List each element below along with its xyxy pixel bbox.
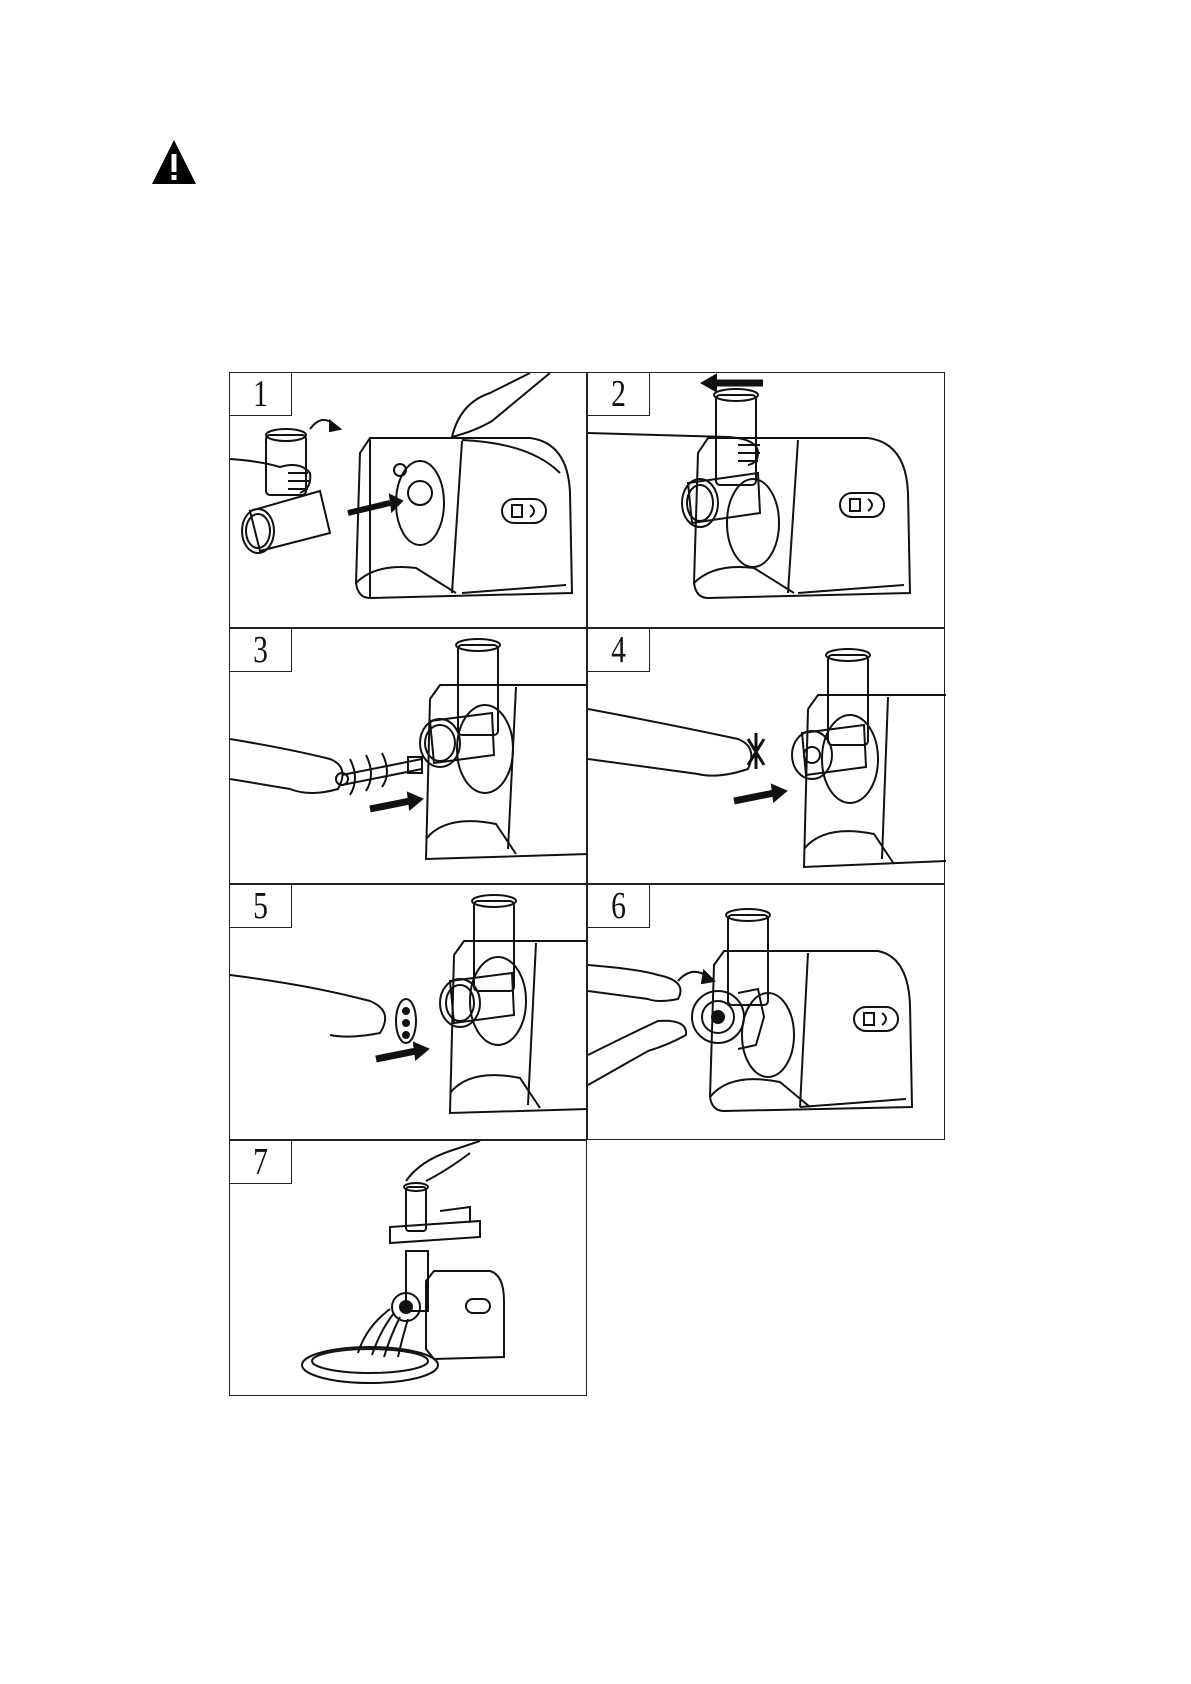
warning-triangle-icon xyxy=(150,138,198,186)
step-number-1: 1 xyxy=(230,373,292,416)
step-number-text: 1 xyxy=(253,373,268,416)
step-panel-2: 2 xyxy=(587,372,945,628)
step-number-text: 2 xyxy=(611,373,626,416)
step-number-text: 5 xyxy=(253,885,268,928)
step-number-7: 7 xyxy=(230,1141,292,1184)
step-panel-6: 6 xyxy=(587,884,945,1140)
step-number-3: 3 xyxy=(230,629,292,672)
step-number-5: 5 xyxy=(230,885,292,928)
assembly-steps-grid: 1 2 xyxy=(229,372,945,1396)
step-number-4: 4 xyxy=(588,629,650,672)
step-number-text: 7 xyxy=(253,1141,268,1184)
step-panel-3: 3 xyxy=(229,628,587,884)
step-number-2: 2 xyxy=(588,373,650,416)
step-panel-1: 1 xyxy=(229,372,587,628)
step-number-text: 4 xyxy=(611,629,626,672)
step-number-text: 3 xyxy=(253,629,268,672)
step-panel-4: 4 xyxy=(587,628,945,884)
step-panel-7: 7 xyxy=(229,1140,587,1396)
step-number-6: 6 xyxy=(588,885,650,928)
step-number-text: 6 xyxy=(611,885,626,928)
step-panel-5: 5 xyxy=(229,884,587,1140)
